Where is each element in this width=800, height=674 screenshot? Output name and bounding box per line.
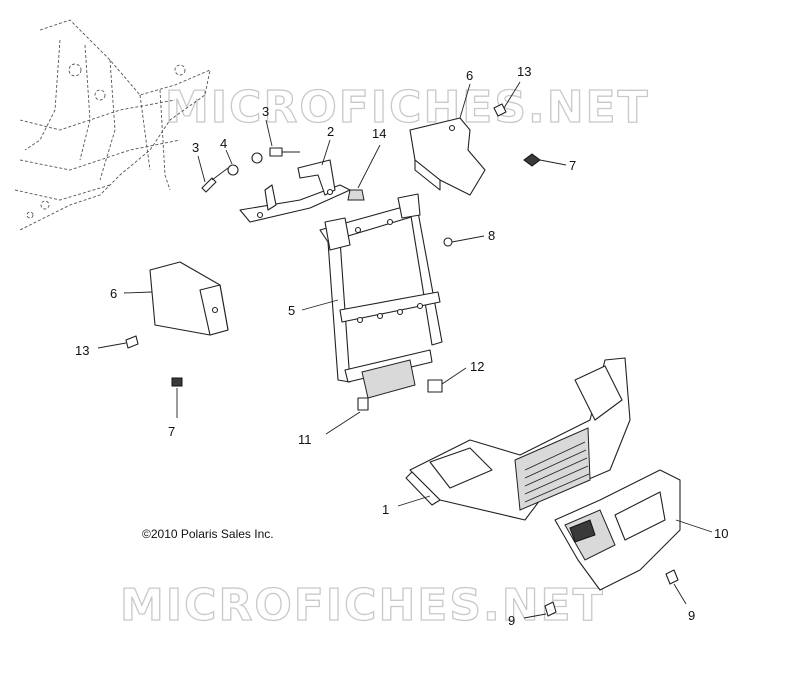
- leader-6-left: [123, 291, 153, 294]
- leader-3-right: [265, 119, 273, 147]
- part-13-screw-upper: [493, 81, 521, 117]
- callout-8: 8: [488, 228, 495, 243]
- part-14-plug: [347, 144, 381, 201]
- part-9-screw-right: [665, 569, 687, 605]
- part-3-bolt-left: [201, 167, 229, 193]
- part-7-push-rivet-upper: [523, 153, 567, 167]
- leader-2: [321, 139, 331, 166]
- part-6-shield-upper: [409, 117, 486, 196]
- watermark-top: MICROFICHES.NET: [165, 82, 650, 133]
- copyright-notice: ©2010 Polaris Sales Inc.: [142, 527, 274, 541]
- leader-6-upper: [459, 83, 471, 119]
- callout-14: 14: [372, 126, 386, 141]
- vehicle-frame-outline: [14, 19, 211, 231]
- watermark-bottom: MICROFICHES.NET: [120, 580, 605, 631]
- callout-7-lower: 7: [168, 424, 175, 439]
- leader-10: [675, 519, 713, 533]
- part-4-nut: [227, 152, 263, 176]
- callout-13-left: 13: [75, 343, 89, 358]
- part-10-lower-bumper: [554, 469, 681, 591]
- callout-13-upper: 13: [517, 64, 531, 79]
- part-12-fastener: [427, 367, 467, 393]
- part-7-push-rivet-lower: [171, 377, 183, 418]
- callout-5: 5: [288, 303, 295, 318]
- part-9-screw-left: [523, 601, 557, 619]
- callout-4: 4: [220, 136, 227, 151]
- callout-9-left: 9: [508, 613, 515, 628]
- part-13-screw-left: [97, 335, 139, 349]
- callout-1: 1: [382, 502, 389, 517]
- part-3-bolt-right: [269, 147, 300, 157]
- leader-5: [301, 299, 339, 311]
- part-8-fastener: [443, 235, 485, 247]
- callout-6-upper: 6: [466, 68, 473, 83]
- part-1-front-grille: [405, 357, 631, 521]
- callout-6-left: 6: [110, 286, 117, 301]
- leader-4: [225, 149, 233, 165]
- leader-1: [397, 495, 431, 507]
- part-2-bracket: [239, 159, 351, 223]
- part-6-shield-left: [149, 261, 229, 336]
- callout-3-right: 3: [262, 104, 269, 119]
- callout-3-left: 3: [192, 140, 199, 155]
- callout-12: 12: [470, 359, 484, 374]
- callout-9-right: 9: [688, 608, 695, 623]
- callout-7-upper: 7: [569, 158, 576, 173]
- callout-11: 11: [298, 432, 312, 447]
- part-11-fastener: [325, 397, 369, 435]
- callout-10: 10: [714, 526, 728, 541]
- grille-mesh: [524, 441, 590, 503]
- callout-2: 2: [327, 124, 334, 139]
- part-5-radiator-frame: [319, 193, 443, 399]
- leader-3-left: [197, 155, 206, 183]
